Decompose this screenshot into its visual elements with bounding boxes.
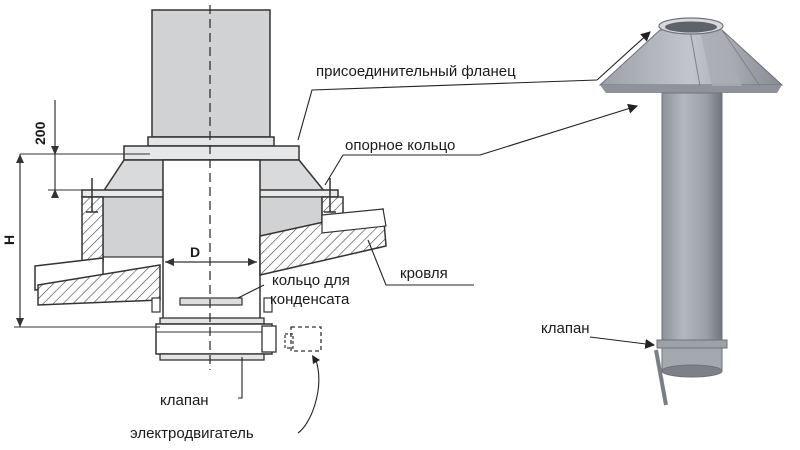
valve-flange-bottom [159, 353, 265, 361]
label-valve-left: клапан [160, 392, 209, 409]
label-flange: присоединительный фланец [316, 63, 516, 80]
valve-flange-top [159, 317, 265, 325]
dim-200: 200 [32, 121, 48, 145]
label-condensate-1: кольцо для [272, 272, 350, 289]
inner-pipe [162, 159, 261, 326]
fan-3d-render: клапан [479, 17, 784, 406]
connecting-flange-plate [147, 136, 275, 147]
dim-h: H [1, 235, 17, 245]
label-valve-right: клапан [541, 320, 590, 337]
valve-body [155, 323, 273, 355]
motor-outline [290, 326, 322, 352]
render-bottom [661, 364, 723, 378]
technical-drawing: 200 H D присоединительный фланец опорное… [1, 5, 598, 442]
support-ring-plate [123, 145, 300, 161]
label-motor: электродвигатель [130, 425, 254, 442]
render-shaft [661, 92, 723, 344]
upper-shaft [151, 9, 271, 138]
render-valve-handle [654, 349, 668, 406]
label-ring: опорное кольцо [345, 137, 455, 154]
dim-d: D [190, 244, 200, 260]
label-condensate-2: конденсата [270, 291, 350, 308]
condensate-ring [179, 297, 243, 306]
label-roof: кровля [400, 265, 448, 282]
